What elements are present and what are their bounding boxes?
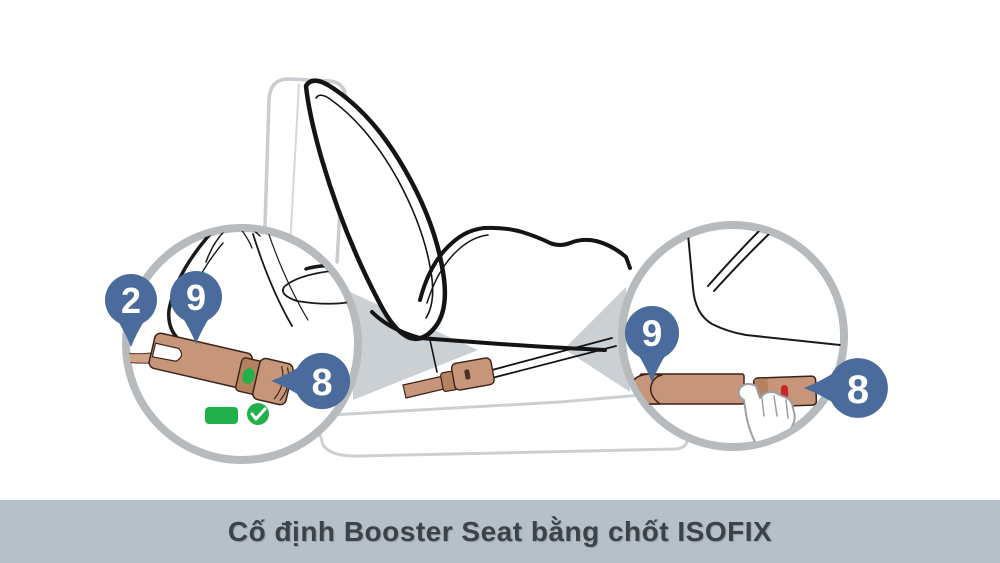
pin-badge-2: 2 [105,274,157,347]
booster-seat-outline [303,78,632,379]
svg-text:9: 9 [642,313,663,354]
car-bench-outline [314,390,690,458]
left-magnifier-circle [122,224,362,464]
green-dot-indicator [242,368,255,384]
pin-badge-9-left: 9 [170,271,222,344]
svg-text:2: 2 [121,280,141,321]
isofix-arm-zoomed-right [630,373,745,405]
svg-text:9: 9 [186,277,206,318]
hand-illustration [737,382,796,444]
isofix-connector-small [402,357,495,399]
caption-text: Cố định Booster Seat bằng chốt ISOFIX [227,515,773,547]
caption-bar: Cố định Booster Seat bằng chốt ISOFIX [0,500,1000,563]
right-magnifier-beam [564,287,630,392]
svg-text:8: 8 [311,362,332,404]
green-check-icon [247,403,269,425]
pin-badge-9-right: 9 [624,305,680,382]
pin-badge-8-left: 8 [271,352,351,410]
svg-text:8: 8 [847,368,869,412]
right-magnifier-circle [618,221,848,451]
pin-badge-8-right: 8 [803,358,888,418]
green-indicator-bar [205,407,238,424]
